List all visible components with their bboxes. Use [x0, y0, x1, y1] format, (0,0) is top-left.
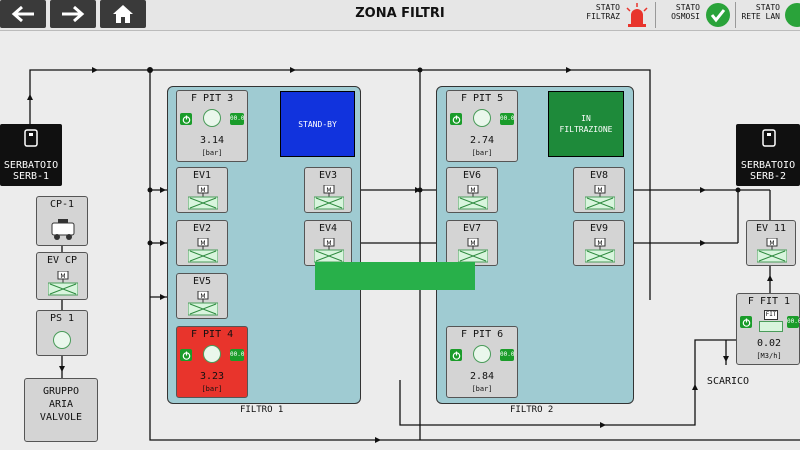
pit-tag: 00.0 — [500, 113, 514, 125]
svg-text:M: M — [326, 240, 331, 247]
pit-3[interactable]: F PIT 3 00.0 3.14 [bar] — [176, 90, 248, 162]
valve-ev3[interactable]: EV3 M — [304, 167, 352, 213]
pit-tag: 00.0 — [230, 349, 244, 361]
valve-icon: M — [314, 185, 344, 210]
svg-text:M: M — [200, 187, 205, 194]
valve-ev7[interactable]: EV7 M — [446, 220, 498, 266]
svg-text:M: M — [200, 293, 205, 300]
pit-4-value: 3.23 — [199, 371, 225, 382]
svg-text:M: M — [470, 187, 475, 194]
pit-6-value: 2.84 — [469, 371, 495, 382]
filtro-1-label: FILTRO 1 — [240, 405, 284, 415]
tank-icon — [24, 129, 38, 147]
page-title: ZONA FILTRI — [355, 6, 445, 21]
fit-tag: 00.0 — [787, 316, 800, 328]
arrow-right-icon — [62, 5, 85, 23]
pit-unit: [bar] — [201, 149, 223, 157]
scarico-label: SCARICO — [706, 376, 750, 387]
gauge-icon — [473, 345, 491, 363]
valve-icon: M — [48, 271, 78, 296]
svg-text:M: M — [597, 187, 602, 194]
valve-ev9[interactable]: EV9 M — [573, 220, 625, 266]
valve-ev1[interactable]: EV1 M — [176, 167, 228, 213]
pit-tag: 00.0 — [230, 113, 244, 125]
gauge-icon — [473, 109, 491, 127]
valve-icon: M — [585, 238, 615, 263]
valve-ev-11[interactable]: EV 11 M — [746, 220, 796, 266]
pit-tag: 00.0 — [500, 349, 514, 361]
check-icon[interactable] — [705, 2, 731, 28]
pit-3-value: 3.14 — [199, 135, 225, 146]
home-icon — [113, 5, 133, 23]
filtro-2-label: FILTRO 2 — [510, 405, 554, 415]
gauge-icon — [203, 345, 221, 363]
fit-1-value: 0.02 — [756, 338, 782, 349]
valve-icon: M — [757, 238, 787, 263]
home-button[interactable] — [100, 0, 146, 28]
pit-unit: [bar] — [471, 149, 493, 157]
power-icon[interactable] — [180, 113, 192, 125]
tank-icon — [762, 129, 776, 147]
valve-icon: M — [188, 185, 218, 210]
power-icon[interactable] — [450, 113, 462, 125]
gauge-icon — [203, 109, 221, 127]
valve-ev6[interactable]: EV6 M — [446, 167, 498, 213]
filtro-1-status: STAND-BY — [280, 91, 355, 157]
svg-text:M: M — [597, 240, 602, 247]
arrow-left-icon — [11, 5, 34, 23]
pit-5-value: 2.74 — [469, 135, 495, 146]
valve-icon: M — [188, 291, 218, 316]
pit-unit: [bar] — [471, 385, 493, 393]
pit-5[interactable]: F PIT 5 00.0 2.74 [bar] — [446, 90, 518, 162]
compressor-icon — [51, 219, 75, 240]
valve-icon: M — [188, 238, 218, 263]
valve-ev4[interactable]: EV4 M — [304, 220, 352, 266]
flowmeter-icon: FIT — [759, 310, 783, 332]
forward-button[interactable] — [50, 0, 96, 28]
alarm-light-icon[interactable] — [624, 2, 650, 28]
valve-icon: M — [458, 238, 488, 263]
valve-icon: M — [458, 185, 488, 210]
svg-text:M: M — [60, 273, 65, 280]
gauge-icon — [53, 331, 71, 349]
svg-text:M: M — [326, 187, 331, 194]
compressor-cp-1[interactable]: CP-1 — [36, 196, 88, 246]
valve-icon: M — [585, 185, 615, 210]
power-icon[interactable] — [180, 349, 192, 361]
network-icon[interactable] — [784, 2, 800, 28]
valve-ev-cp[interactable]: EV CP M — [36, 252, 88, 300]
green-indicator-bar — [315, 262, 475, 290]
svg-text:M: M — [200, 240, 205, 247]
valve-ev8[interactable]: EV8 M — [573, 167, 625, 213]
pressure-switch-ps-1[interactable]: PS 1 — [36, 310, 88, 356]
svg-text:M: M — [470, 240, 475, 247]
valve-ev2[interactable]: EV2 M — [176, 220, 228, 266]
pit-6[interactable]: F PIT 6 00.0 2.84 [bar] — [446, 326, 518, 398]
fit-unit: [M3/h] — [756, 352, 782, 360]
valve-ev5[interactable]: EV5 M — [176, 273, 228, 319]
power-icon[interactable] — [740, 316, 752, 328]
back-button[interactable] — [0, 0, 46, 28]
power-icon[interactable] — [450, 349, 462, 361]
pit-unit: [bar] — [201, 385, 223, 393]
flow-fit-1[interactable]: F FIT 1 FIT 00.0 0.02 [M3/h] — [736, 293, 800, 365]
valve-icon: M — [314, 238, 344, 263]
svg-text:M: M — [769, 240, 774, 247]
pit-4[interactable]: F PIT 4 00.0 3.23 [bar] — [176, 326, 248, 398]
